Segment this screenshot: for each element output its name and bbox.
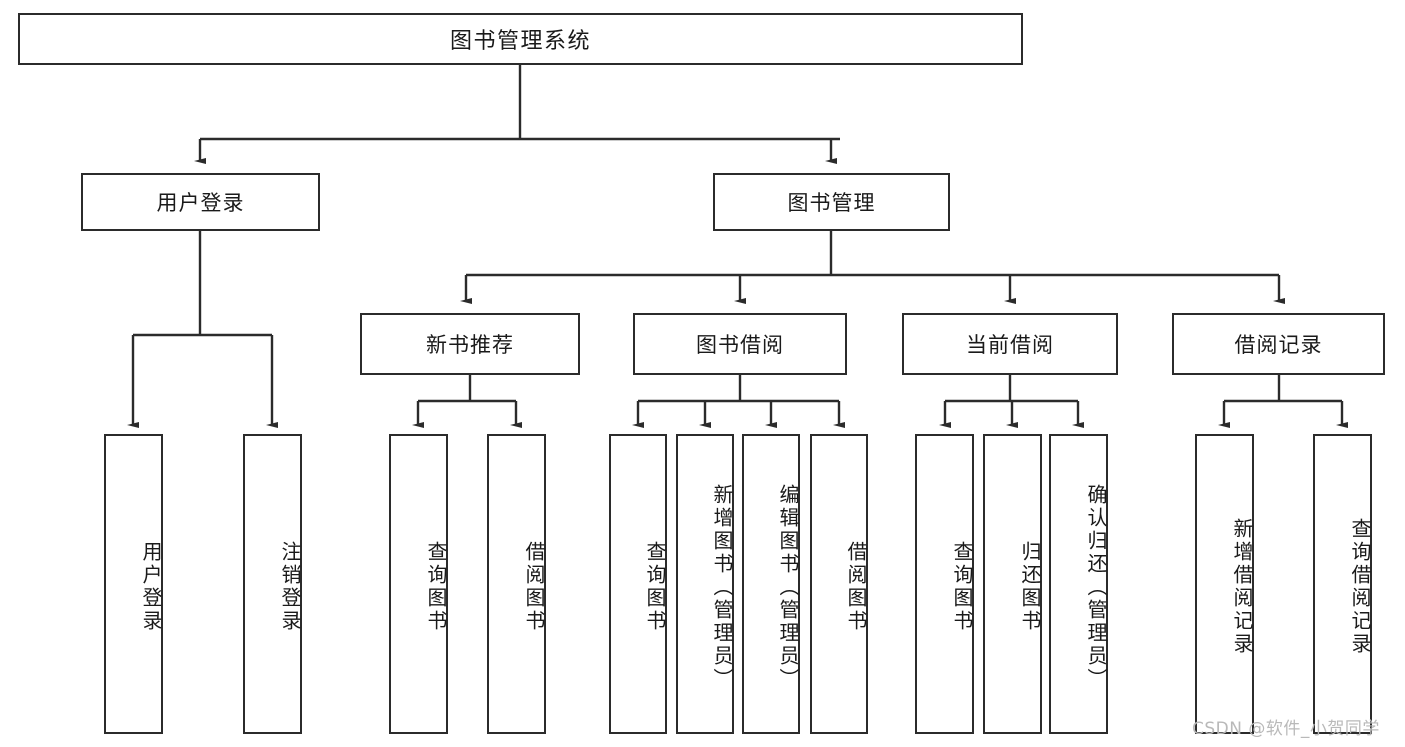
leaf-new-book-query[interactable]: 查询图书 [389,434,448,734]
leaf-record-add[interactable]: 新增借阅记录 [1195,434,1254,734]
node-current-borrow-label: 当前借阅 [966,333,1054,357]
leaf-current-return-book[interactable]: 归还图书 [983,434,1042,734]
node-current-borrow[interactable]: 当前借阅 [902,313,1118,375]
leaf-new-book-borrow[interactable]: 借阅图书 [487,434,546,734]
leaf-logout-label: 注销登录 [278,541,302,633]
leaf-borrow-add-book[interactable]: 新增图书（管理员） [676,434,734,734]
leaf-record-query-label: 查询借阅记录 [1348,518,1372,656]
leaf-user-login-label: 用户登录 [139,541,163,633]
leaf-borrow-borrow-book-label: 借阅图书 [844,541,868,633]
node-book-management[interactable]: 图书管理 [713,173,950,231]
node-user-login[interactable]: 用户登录 [81,173,320,231]
node-book-borrow[interactable]: 图书借阅 [633,313,847,375]
leaf-current-return-book-label: 归还图书 [1018,541,1042,633]
leaf-current-confirm-return-label: 确认归还（管理员） [1084,483,1108,691]
node-user-login-label: 用户登录 [156,191,245,215]
leaf-record-query[interactable]: 查询借阅记录 [1313,434,1372,734]
leaf-new-book-borrow-label: 借阅图书 [522,541,546,633]
node-root-label: 图书管理系统 [449,29,591,54]
leaf-borrow-borrow-book[interactable]: 借阅图书 [810,434,868,734]
leaf-borrow-edit-book-label: 编辑图书（管理员） [776,483,800,691]
node-book-borrow-label: 图书借阅 [696,333,784,357]
leaf-borrow-query-book[interactable]: 查询图书 [609,434,667,734]
leaf-record-add-label: 新增借阅记录 [1230,518,1254,656]
node-borrow-record-label: 借阅记录 [1234,333,1323,357]
leaf-logout[interactable]: 注销登录 [243,434,302,734]
node-root[interactable]: 图书管理系统 [18,13,1023,65]
leaf-user-login[interactable]: 用户登录 [104,434,163,734]
leaf-current-confirm-return[interactable]: 确认归还（管理员） [1049,434,1108,734]
node-new-book-recommend[interactable]: 新书推荐 [360,313,580,375]
leaf-borrow-query-book-label: 查询图书 [643,541,667,633]
csdn-watermark: CSDN @软件_小贺同学 [1192,719,1380,739]
leaf-current-query-book[interactable]: 查询图书 [915,434,974,734]
node-new-book-recommend-label: 新书推荐 [426,333,514,357]
leaf-new-book-query-label: 查询图书 [424,541,448,633]
node-borrow-record[interactable]: 借阅记录 [1172,313,1385,375]
leaf-borrow-add-book-label: 新增图书（管理员） [710,483,734,691]
node-book-management-label: 图书管理 [787,191,876,215]
leaf-borrow-edit-book[interactable]: 编辑图书（管理员） [742,434,800,734]
leaf-current-query-book-label: 查询图书 [950,541,974,633]
